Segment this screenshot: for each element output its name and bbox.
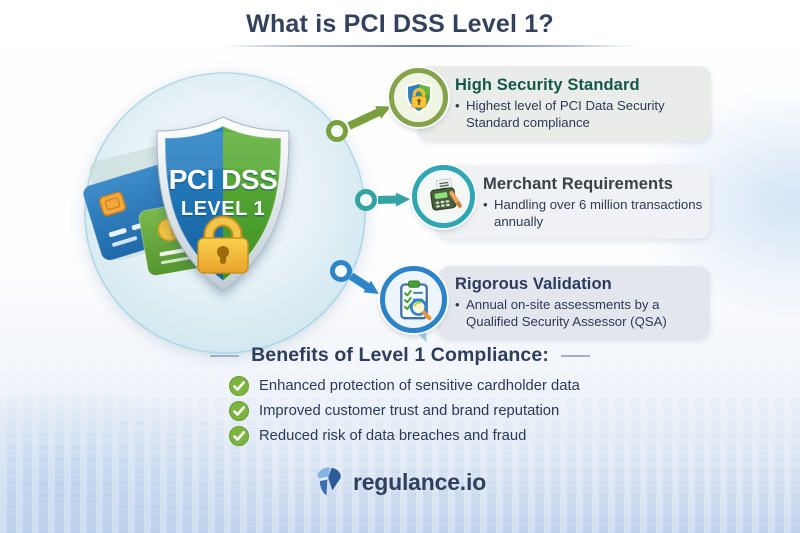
arrow-ring-1 bbox=[326, 120, 348, 142]
card-rigorous-validation: Rigorous Validation Annual on-site asses… bbox=[438, 266, 710, 339]
title-divider bbox=[222, 45, 636, 47]
benefit-item: Improved customer trust and brand reputa… bbox=[229, 401, 559, 421]
card-bullet: Handling over 6 million transactions ann… bbox=[483, 197, 716, 231]
heading-line-right bbox=[560, 354, 590, 357]
arrow-to-card-3 bbox=[348, 272, 379, 295]
benefits-heading: Benefits of Level 1 Compliance: bbox=[0, 344, 800, 367]
shield-lock-icon bbox=[389, 68, 448, 127]
arrow-to-card-2 bbox=[377, 192, 410, 207]
heading-line-left bbox=[210, 354, 240, 357]
brand-name: regulance.io bbox=[352, 468, 487, 495]
brand-footer: regulance.io bbox=[0, 465, 800, 499]
shield-text-line1-shadow: PCI DSS bbox=[169, 166, 278, 197]
card-title: Rigorous Validation bbox=[455, 275, 612, 293]
shield-text-line2: LEVEL 1 bbox=[181, 198, 265, 220]
clipboard-magnifier-icon bbox=[380, 266, 447, 333]
benefit-text: Improved customer trust and brand reputa… bbox=[259, 403, 560, 419]
check-icon bbox=[229, 401, 249, 421]
gold-padlock-icon bbox=[197, 215, 249, 274]
page-title: What is PCI DSS Level 1? bbox=[246, 10, 554, 38]
regulance-logo-icon bbox=[317, 467, 341, 496]
check-icon bbox=[229, 426, 249, 446]
payment-terminal-icon bbox=[412, 165, 475, 228]
arrow-ring-3 bbox=[330, 260, 352, 282]
benefit-text: Enhanced protection of sensitive cardhol… bbox=[259, 378, 580, 394]
arrow-to-card-1 bbox=[347, 106, 391, 130]
card-bullet: Annual on-site assessments by a Qualifie… bbox=[455, 297, 708, 331]
check-icon bbox=[229, 376, 249, 396]
card-bullet: Highest level of PCI Data Security Stand… bbox=[455, 98, 694, 132]
shield-text-line1: PCI DSS bbox=[169, 164, 278, 195]
benefit-text: Reduced risk of data breaches and fraud bbox=[259, 428, 527, 444]
benefit-item: Enhanced protection of sensitive cardhol… bbox=[229, 376, 580, 396]
benefit-item: Reduced risk of data breaches and fraud bbox=[229, 426, 526, 446]
arrow-ring-2 bbox=[355, 189, 377, 211]
connector-arrows bbox=[326, 106, 410, 295]
card-high-security-standard: High Security Standard Highest level of … bbox=[418, 66, 711, 141]
card-merchant-requirements: Merchant Requirements Handling over 6 mi… bbox=[437, 165, 710, 239]
benefits-heading-text: Benefits of Level 1 Compliance: bbox=[251, 344, 549, 366]
card-title: Merchant Requirements bbox=[483, 175, 674, 193]
card-title: High Security Standard bbox=[455, 76, 640, 94]
shield-text-line2-shadow: LEVEL 1 bbox=[181, 199, 265, 221]
